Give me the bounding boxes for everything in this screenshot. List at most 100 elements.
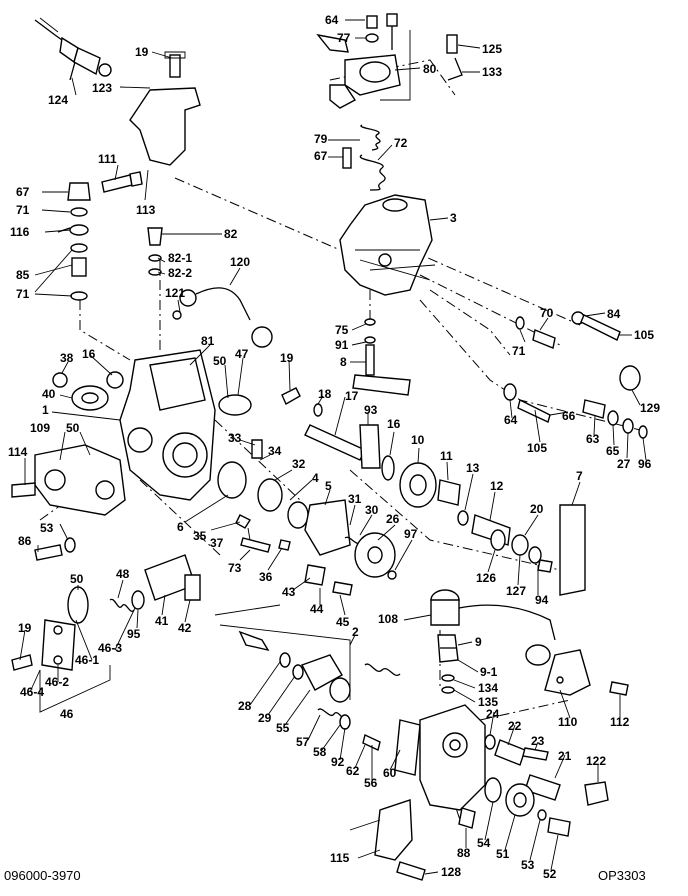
callout-38: 38: [60, 351, 74, 365]
callout-53: 53: [521, 858, 535, 872]
part-120-sensor: [172, 287, 273, 348]
callout-52: 52: [543, 867, 557, 881]
callout-29: 29: [258, 711, 272, 725]
callout-114: 114: [8, 445, 28, 459]
callout-71: 71: [16, 287, 30, 301]
callout-91: 91: [335, 338, 349, 352]
callout-58: 58: [313, 745, 327, 759]
callout-48: 48: [116, 567, 130, 581]
callout-43: 43: [282, 585, 296, 599]
drawing-code: 096000-3970: [4, 868, 81, 883]
callout-37: 37: [210, 536, 224, 550]
part-6-4-32-coupling: [217, 439, 309, 529]
callout-22: 22: [508, 719, 522, 733]
callout-47: 47: [235, 347, 249, 361]
part-108-solenoid: [430, 589, 556, 666]
callout-10: 10: [411, 433, 425, 447]
callout-105: 105: [527, 441, 547, 455]
callout-116: 116: [10, 225, 30, 239]
callout-19: 19: [135, 45, 149, 59]
callout-71: 71: [16, 203, 30, 217]
callout-123: 123: [92, 81, 112, 95]
part-38-40-16: [52, 371, 124, 411]
callout-40: 40: [42, 387, 56, 401]
part-46-assembly: [11, 619, 111, 713]
callout-64: 64: [504, 413, 518, 427]
callout-88: 88: [457, 846, 471, 860]
callout-17: 17: [345, 389, 359, 403]
callout-81: 81: [201, 334, 215, 348]
callout-108: 108: [378, 612, 398, 626]
callout-77: 77: [337, 31, 351, 45]
callout-41: 41: [155, 614, 169, 628]
callout-133: 133: [482, 65, 502, 79]
governor-lever-group: [316, 13, 463, 109]
callout-65: 65: [606, 444, 620, 458]
callout-labels: 124 19 123 64 77 80 125 133 79 72 67 111…: [8, 13, 660, 881]
callout-84: 84: [607, 307, 621, 321]
part-123-bracket: [119, 51, 201, 166]
callout-82: 82: [224, 227, 238, 241]
callout-31: 31: [348, 492, 362, 506]
callout-2: 2: [352, 625, 359, 639]
callout-45: 45: [336, 615, 350, 629]
part-8-shaft: [352, 318, 411, 396]
callout-73: 73: [228, 561, 242, 575]
callout-82-1: 82-1: [168, 251, 192, 265]
callout-134: 134: [478, 681, 498, 695]
callout-80: 80: [423, 62, 437, 76]
callout-50: 50: [70, 572, 84, 586]
callout-125: 125: [482, 42, 502, 56]
callout-8: 8: [340, 355, 347, 369]
callout-96: 96: [638, 457, 652, 471]
callout-42: 42: [178, 621, 192, 635]
part-63-65-27-96: [503, 365, 648, 439]
callout-27: 27: [617, 457, 631, 471]
callout-46-2: 46-2: [45, 675, 69, 689]
callout-36: 36: [259, 570, 273, 584]
callout-46-3: 46-3: [98, 641, 122, 655]
part-5-26-cam-disc: [304, 499, 397, 580]
callout-62: 62: [346, 764, 360, 778]
part-1-pump-body: [119, 349, 252, 501]
callout-56: 56: [364, 776, 378, 790]
callout-35: 35: [193, 529, 207, 543]
callout-7: 7: [576, 469, 583, 483]
callout-79: 79: [314, 132, 328, 146]
callout-71: 71: [512, 344, 526, 358]
callout-23: 23: [531, 734, 545, 748]
callout-86: 86: [18, 534, 32, 548]
callout-33: 33: [228, 431, 242, 445]
callout-64: 64: [325, 13, 339, 27]
callout-46-1: 46-1: [75, 653, 99, 667]
part-124-cable: [34, 17, 112, 81]
part-115-bracket: [349, 799, 426, 881]
callout-129: 129: [640, 401, 660, 415]
callout-127: 127: [506, 584, 526, 598]
callout-110: 110: [558, 715, 578, 729]
callout-97: 97: [404, 527, 418, 541]
callout-94: 94: [535, 593, 549, 607]
callout-28: 28: [238, 699, 252, 713]
callout-115: 115: [330, 851, 350, 865]
callout-135: 135: [478, 695, 498, 709]
callout-67: 67: [314, 149, 328, 163]
callout-57: 57: [296, 735, 310, 749]
callout-54: 54: [477, 836, 491, 850]
callout-26: 26: [386, 512, 400, 526]
callout-51: 51: [496, 847, 510, 861]
callout-24: 24: [486, 707, 500, 721]
part-109-timer: [11, 444, 126, 516]
callout-53: 53: [40, 521, 54, 535]
part-111-bolt: [101, 171, 143, 193]
part-84-105-bolts: [515, 311, 621, 349]
callout-20: 20: [530, 502, 544, 516]
part-2-distributor-head: [214, 604, 486, 811]
callout-9-1: 9-1: [480, 665, 498, 679]
part-17-drive-shaft: [281, 387, 381, 469]
callout-72: 72: [394, 136, 408, 150]
callout-122: 122: [586, 754, 606, 768]
callout-46-4: 46-4: [20, 685, 44, 699]
callout-19: 19: [18, 621, 32, 635]
